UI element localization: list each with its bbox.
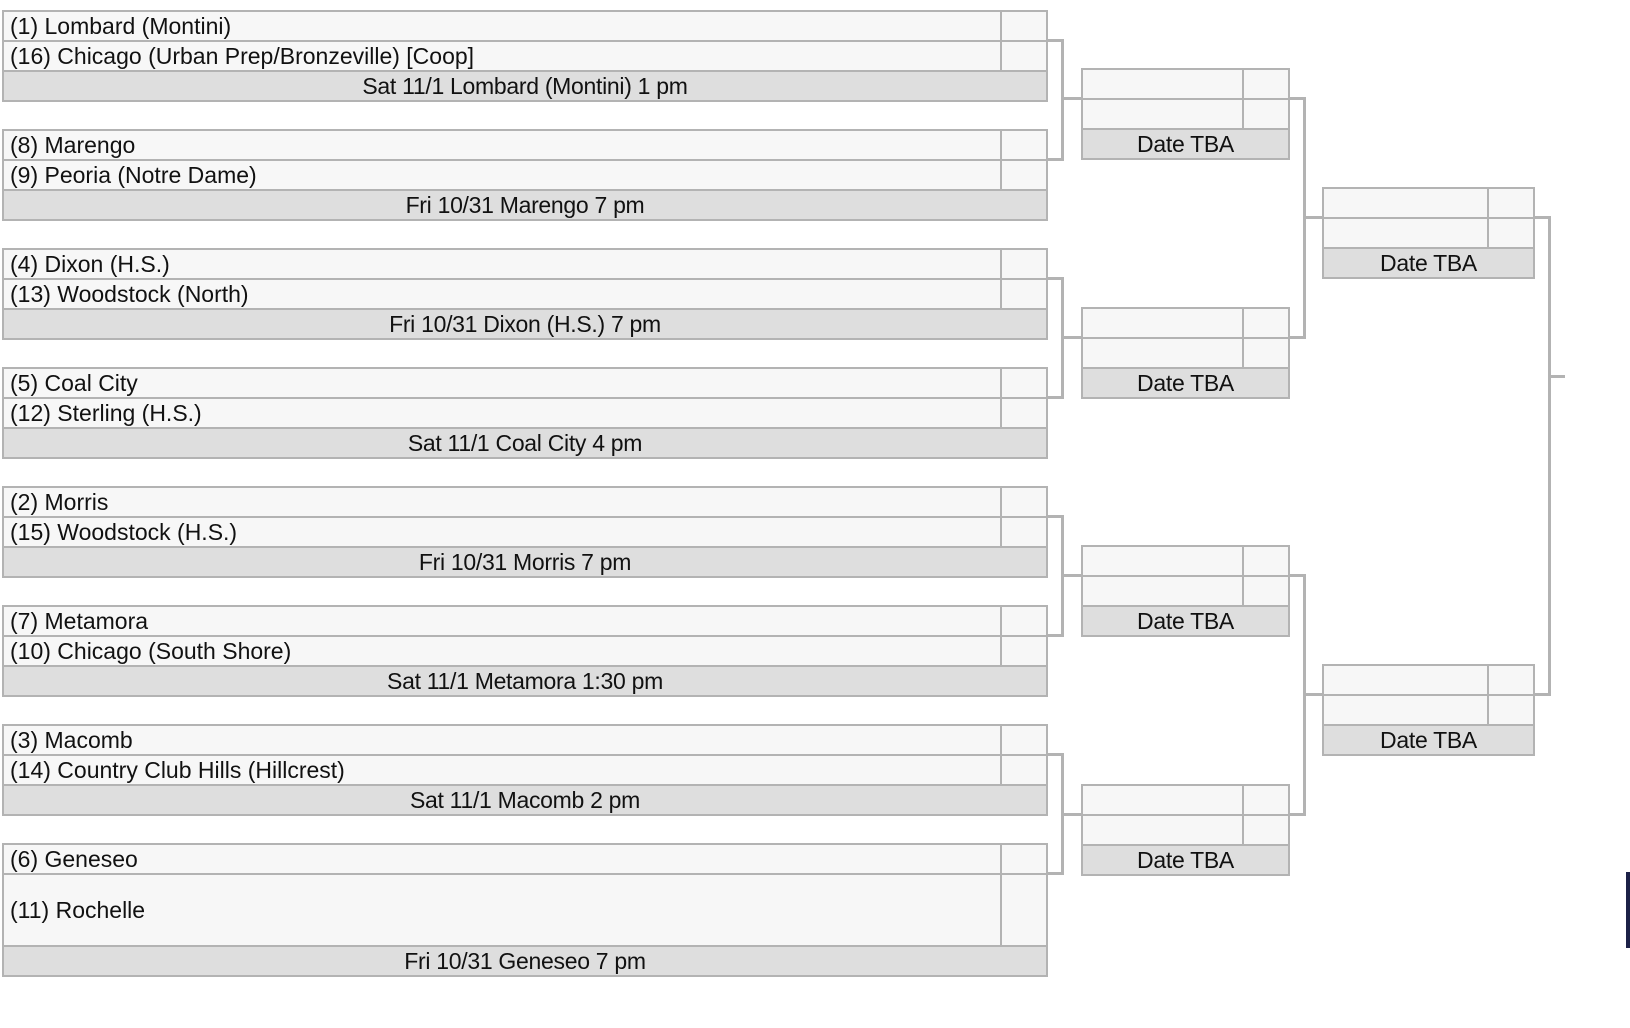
team-slot-name: (9) Peoria (Notre Dame) bbox=[2, 159, 1002, 191]
team-slot-score bbox=[1242, 68, 1290, 100]
team-slot-score bbox=[1487, 664, 1535, 696]
bracket-connector bbox=[1048, 515, 1064, 637]
team-slot-name bbox=[1322, 694, 1489, 726]
team-slot-score bbox=[1000, 843, 1048, 875]
game-info: Sat 11/1 Coal City 4 pm bbox=[2, 427, 1048, 459]
bracket-connector-stub bbox=[1551, 375, 1565, 378]
team-slot-score bbox=[1000, 40, 1048, 72]
team-slot-name bbox=[1322, 217, 1489, 249]
game-info: Fri 10/31 Marengo 7 pm bbox=[2, 189, 1048, 221]
team-slot-score bbox=[1242, 337, 1290, 369]
team-slot-name bbox=[1081, 814, 1244, 846]
bracket-connector-stub bbox=[1306, 693, 1322, 696]
team-slot-name bbox=[1322, 664, 1489, 696]
team-slot-name bbox=[1081, 784, 1244, 816]
bracket-connector bbox=[1290, 97, 1306, 339]
bracket-connector bbox=[1290, 574, 1306, 816]
game-info: Date TBA bbox=[1322, 724, 1535, 756]
team-slot-name: (11) Rochelle bbox=[2, 873, 1002, 947]
team-slot-name: (7) Metamora bbox=[2, 605, 1002, 637]
team-slot-name: (8) Marengo bbox=[2, 129, 1002, 161]
team-slot-name bbox=[1081, 68, 1244, 100]
team-slot-name: (16) Chicago (Urban Prep/Bronzeville) [C… bbox=[2, 40, 1002, 72]
bracket-connector bbox=[1535, 216, 1551, 696]
team-slot-name: (5) Coal City bbox=[2, 367, 1002, 399]
team-slot-score bbox=[1242, 307, 1290, 339]
team-slot-score bbox=[1000, 367, 1048, 399]
team-slot-name: (2) Morris bbox=[2, 486, 1002, 518]
team-slot-score bbox=[1000, 159, 1048, 191]
bracket-connector bbox=[1048, 277, 1064, 399]
team-slot-score bbox=[1242, 545, 1290, 577]
team-slot-name: (3) Macomb bbox=[2, 724, 1002, 756]
team-slot-score bbox=[1000, 635, 1048, 667]
team-slot-name bbox=[1081, 545, 1244, 577]
team-slot-score bbox=[1000, 516, 1048, 548]
team-slot-score bbox=[1242, 98, 1290, 130]
bracket-connector-stub bbox=[1064, 813, 1081, 816]
game-info: Fri 10/31 Dixon (H.S.) 7 pm bbox=[2, 308, 1048, 340]
team-slot-name bbox=[1081, 307, 1244, 339]
team-slot-name: (6) Geneseo bbox=[2, 843, 1002, 875]
team-slot-score bbox=[1000, 605, 1048, 637]
team-slot-name: (4) Dixon (H.S.) bbox=[2, 248, 1002, 280]
team-slot-score bbox=[1000, 10, 1048, 42]
team-slot-name: (1) Lombard (Montini) bbox=[2, 10, 1002, 42]
game-info: Sat 11/1 Metamora 1:30 pm bbox=[2, 665, 1048, 697]
team-slot-score bbox=[1242, 575, 1290, 607]
team-slot-score bbox=[1000, 248, 1048, 280]
game-info: Fri 10/31 Morris 7 pm bbox=[2, 546, 1048, 578]
bracket-connector-stub bbox=[1064, 336, 1081, 339]
team-slot-name bbox=[1081, 337, 1244, 369]
team-slot-name: (14) Country Club Hills (Hillcrest) bbox=[2, 754, 1002, 786]
game-info: Date TBA bbox=[1081, 844, 1290, 876]
team-slot-score bbox=[1242, 814, 1290, 846]
game-info: Date TBA bbox=[1322, 247, 1535, 279]
team-slot-name: (15) Woodstock (H.S.) bbox=[2, 516, 1002, 548]
team-slot-score bbox=[1242, 784, 1290, 816]
team-slot-name: (10) Chicago (South Shore) bbox=[2, 635, 1002, 667]
bracket-connector-stub bbox=[1064, 574, 1081, 577]
game-info: Fri 10/31 Geneseo 7 pm bbox=[2, 945, 1048, 977]
team-slot-name bbox=[1081, 575, 1244, 607]
team-slot-name: (13) Woodstock (North) bbox=[2, 278, 1002, 310]
team-slot-score bbox=[1487, 187, 1535, 219]
game-info: Date TBA bbox=[1081, 605, 1290, 637]
game-info: Date TBA bbox=[1081, 128, 1290, 160]
team-slot-score bbox=[1000, 129, 1048, 161]
bracket-connector-stub bbox=[1064, 97, 1081, 100]
team-slot-name bbox=[1081, 98, 1244, 130]
team-slot-score bbox=[1000, 397, 1048, 429]
team-slot-score bbox=[1487, 217, 1535, 249]
bracket-connector bbox=[1048, 753, 1064, 875]
bracket-connector-stub bbox=[1306, 216, 1322, 219]
bracket-connector bbox=[1048, 39, 1064, 161]
team-slot-score bbox=[1000, 873, 1048, 947]
game-info: Date TBA bbox=[1081, 367, 1290, 399]
team-slot-name: (12) Sterling (H.S.) bbox=[2, 397, 1002, 429]
team-slot-score bbox=[1000, 486, 1048, 518]
team-slot-name bbox=[1322, 187, 1489, 219]
cropped-edge-marker bbox=[1626, 872, 1630, 948]
team-slot-score bbox=[1000, 724, 1048, 756]
team-slot-score bbox=[1487, 694, 1535, 726]
team-slot-score bbox=[1000, 278, 1048, 310]
game-info: Sat 11/1 Macomb 2 pm bbox=[2, 784, 1048, 816]
team-slot-score bbox=[1000, 754, 1048, 786]
game-info: Sat 11/1 Lombard (Montini) 1 pm bbox=[2, 70, 1048, 102]
